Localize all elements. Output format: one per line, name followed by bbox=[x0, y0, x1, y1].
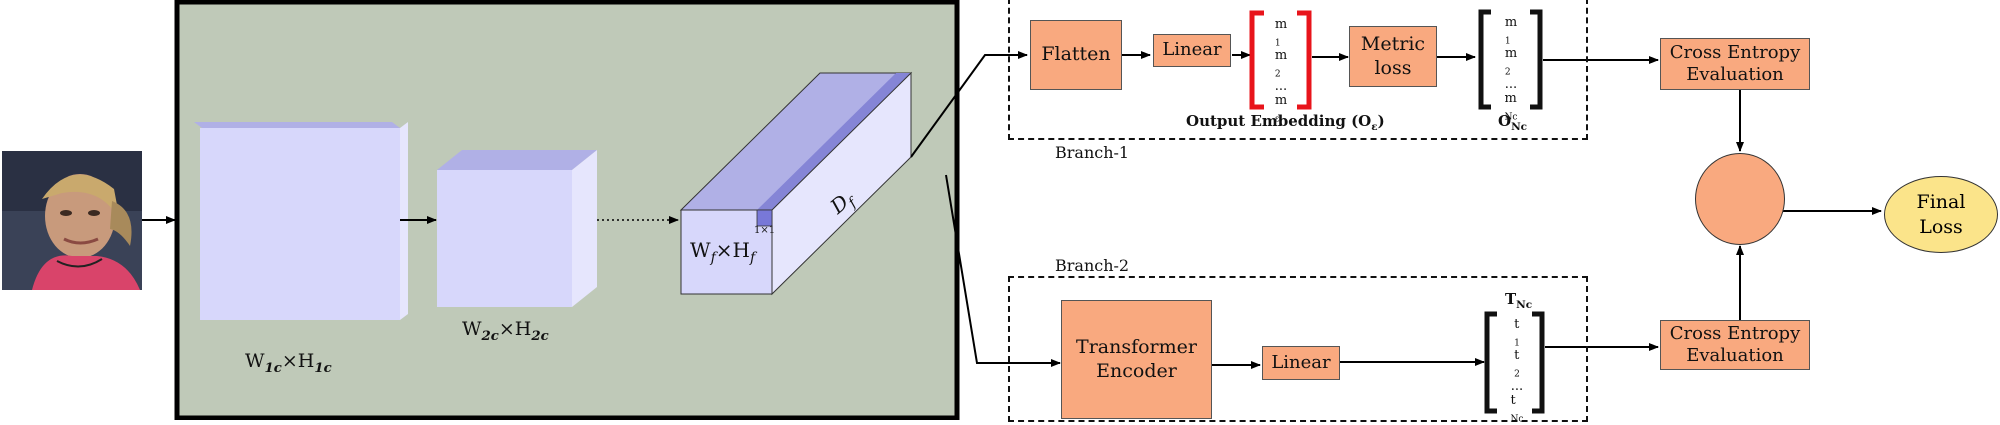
cell-size-label: 1×1 bbox=[754, 225, 776, 236]
embedding-bracket bbox=[1249, 10, 1312, 110]
feature-block-2 bbox=[437, 150, 597, 307]
embedding-item-ellipsis: ... bbox=[1274, 78, 1288, 94]
token-caption: TNc bbox=[1505, 290, 1533, 311]
transformer-encoder-box: Transformer Encoder bbox=[1061, 300, 1212, 419]
output-vector-caption: ONc bbox=[1498, 112, 1528, 133]
feature-block-final bbox=[679, 71, 913, 296]
sum-node bbox=[1695, 153, 1785, 245]
token-vector-bracket bbox=[1484, 311, 1545, 414]
face-illustration bbox=[2, 151, 142, 290]
cross-entropy-box-2: Cross Entropy Evaluation bbox=[1660, 320, 1810, 370]
metric-loss-box: Metric loss bbox=[1349, 26, 1437, 87]
branch1-label: Branch-1 bbox=[1055, 143, 1130, 162]
branch2-label: Branch-2 bbox=[1055, 256, 1130, 275]
output-vector-bracket bbox=[1478, 9, 1543, 110]
cross-entropy-box-1: Cross Entropy Evaluation bbox=[1660, 38, 1810, 90]
token-item-ellipsis: ... bbox=[1510, 378, 1524, 394]
stage1-label: W1c×H1c bbox=[245, 350, 332, 376]
output-item-ellipsis: ... bbox=[1504, 76, 1518, 92]
final-loss-node: Final Loss bbox=[1884, 176, 1998, 253]
embedding-caption: Output Embedding (Oε) bbox=[1186, 112, 1385, 133]
cell-1x1 bbox=[756, 209, 773, 227]
arrow-to-transformer bbox=[945, 174, 1061, 367]
linear-box-branch2: Linear bbox=[1262, 346, 1340, 380]
arrow-to-flatten bbox=[910, 51, 1028, 158]
feature-block-1 bbox=[194, 122, 408, 320]
linear-box-branch1: Linear bbox=[1153, 34, 1231, 67]
branch1-container bbox=[1008, 0, 1588, 140]
final-feature-label: Wf×Hf bbox=[690, 238, 756, 266]
stage2-label: W2c×H2c bbox=[462, 318, 549, 344]
input-face-image bbox=[2, 151, 142, 290]
flatten-box: Flatten bbox=[1030, 20, 1122, 90]
